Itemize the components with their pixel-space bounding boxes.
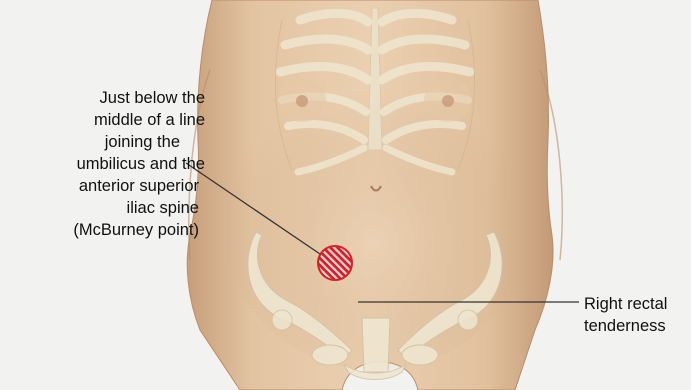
- mcburney-label-line: umbilicus and the: [0, 153, 205, 175]
- mcburney-label-line: anterior superior: [0, 175, 205, 197]
- mcburney-label-line: (McBurney point): [0, 219, 205, 241]
- mcburney-label-line: Just below the: [0, 87, 205, 109]
- mcburney-point-marker: [318, 246, 352, 280]
- mcburney-label-line: iliac spine: [0, 197, 205, 219]
- rectal-label-line: tenderness: [584, 315, 691, 337]
- rectal-label-line: Right rectal: [584, 293, 691, 315]
- rectal-tenderness-label: Right rectal tenderness: [584, 293, 691, 337]
- mcburney-label-line: middle of a line: [0, 109, 205, 131]
- mcburney-label-line: joining the: [0, 131, 205, 153]
- mcburney-label: Just below the middle of a line joining …: [0, 87, 205, 241]
